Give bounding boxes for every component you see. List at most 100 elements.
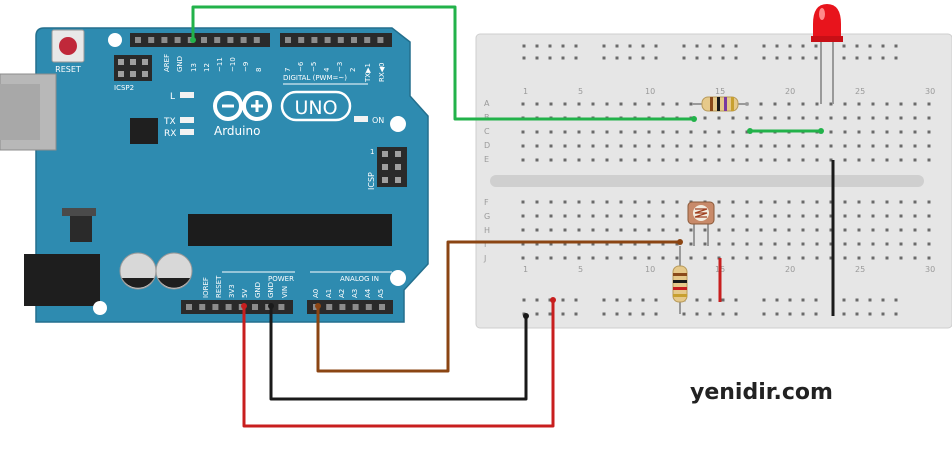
pin-label-13: 13 bbox=[190, 63, 198, 72]
header-pin bbox=[278, 304, 285, 310]
pin-label-5v: 5V bbox=[241, 289, 249, 298]
breadboard-hole bbox=[654, 312, 658, 316]
breadboard-hole bbox=[577, 228, 581, 232]
reset-button-cap[interactable] bbox=[59, 37, 77, 55]
breadboard-hole bbox=[913, 116, 917, 120]
breadboard-hole bbox=[535, 256, 539, 260]
pin-label-tx1: TX▶1 bbox=[364, 63, 372, 83]
breadboard-hole bbox=[885, 256, 889, 260]
breadboard-hole bbox=[899, 116, 903, 120]
header-pin bbox=[326, 304, 333, 310]
arduino-uno-board: RESET ICSP2 AREF GND 13 12 ~11 ~10 ~9 8 … bbox=[0, 27, 429, 323]
breadboard-hole bbox=[577, 144, 581, 148]
breadboard-hole bbox=[535, 102, 539, 106]
header-pin bbox=[253, 37, 260, 43]
wire-gnd-to-rail bbox=[269, 306, 528, 401]
breadboard-hole bbox=[885, 214, 889, 218]
breadboard-hole bbox=[787, 116, 791, 120]
col-number-20-top: 20 bbox=[785, 87, 795, 96]
reset-label: RESET bbox=[55, 65, 81, 74]
breadboard-hole bbox=[535, 130, 539, 134]
breadboard-hole bbox=[788, 298, 792, 302]
breadboard-hole bbox=[762, 312, 766, 316]
voltage-regulator-tab bbox=[62, 208, 96, 216]
breadboard-hole bbox=[857, 242, 861, 246]
header-pin bbox=[161, 37, 168, 43]
icsp-header bbox=[377, 147, 407, 187]
breadboard-hole bbox=[628, 56, 632, 60]
breadboard-hole bbox=[675, 102, 679, 106]
col-number-25-bottom: 25 bbox=[855, 265, 865, 274]
breadboard-hole bbox=[855, 44, 859, 48]
breadboard-hole bbox=[535, 56, 539, 60]
breadboard-hole bbox=[717, 228, 721, 232]
breadboard-hole bbox=[521, 242, 525, 246]
breadboard-hole bbox=[745, 130, 749, 134]
breadboard-hole bbox=[843, 214, 847, 218]
breadboard-hole bbox=[843, 242, 847, 246]
breadboard-hole bbox=[815, 256, 819, 260]
row-label-f: F bbox=[484, 198, 489, 207]
breadboard-hole bbox=[913, 256, 917, 260]
breadboard-hole bbox=[717, 200, 721, 204]
breadboard-hole bbox=[762, 44, 766, 48]
breadboard-hole bbox=[647, 102, 651, 106]
breadboard-hole bbox=[927, 228, 931, 232]
breadboard-hole bbox=[885, 102, 889, 106]
breadboard-hole bbox=[535, 214, 539, 218]
breadboard-hole bbox=[561, 312, 565, 316]
breadboard-hole bbox=[881, 56, 885, 60]
breadboard-hole bbox=[801, 56, 805, 60]
breadboard-hole bbox=[899, 200, 903, 204]
breadboard-hole bbox=[675, 256, 679, 260]
breadboard-hole bbox=[801, 144, 805, 148]
breadboard-hole bbox=[773, 228, 777, 232]
breadboard-hole bbox=[731, 214, 735, 218]
breadboard-hole bbox=[717, 130, 721, 134]
breadboard-hole bbox=[885, 200, 889, 204]
breadboard-hole bbox=[773, 116, 777, 120]
uno-badge bbox=[280, 90, 352, 122]
header-pin bbox=[174, 37, 181, 43]
header-pin bbox=[351, 37, 357, 43]
breadboard-hole bbox=[641, 56, 645, 60]
breadboard-hole bbox=[857, 158, 861, 162]
breadboard-hole bbox=[762, 298, 766, 302]
breadboard-hole bbox=[899, 242, 903, 246]
breadboard-hole bbox=[708, 298, 712, 302]
breadboard-hole bbox=[549, 102, 553, 106]
breadboard-hole bbox=[708, 44, 712, 48]
breadboard-hole bbox=[745, 200, 749, 204]
breadboard-hole bbox=[775, 298, 779, 302]
mounting-hole bbox=[93, 301, 107, 315]
header-pin bbox=[135, 37, 141, 43]
voltage-regulator bbox=[70, 212, 92, 242]
breadboard-hole bbox=[602, 298, 606, 302]
breadboard-hole bbox=[619, 256, 623, 260]
breadboard-hole bbox=[871, 200, 875, 204]
pin-label-9: ~9 bbox=[242, 62, 250, 72]
breadboard-hole bbox=[787, 214, 791, 218]
breadboard-hole bbox=[689, 256, 693, 260]
breadboard-hole bbox=[522, 298, 526, 302]
breadboard-hole bbox=[885, 158, 889, 162]
breadboard-hole bbox=[521, 130, 525, 134]
header-pin bbox=[240, 37, 247, 43]
header-pin bbox=[352, 304, 359, 310]
breadboard-hole bbox=[647, 130, 651, 134]
breadboard-hole bbox=[708, 56, 712, 60]
breadboard-hole bbox=[591, 200, 595, 204]
breadboard-hole bbox=[689, 242, 693, 246]
breadboard-hole bbox=[619, 214, 623, 218]
breadboard-hole bbox=[843, 228, 847, 232]
photoresistor bbox=[687, 201, 715, 246]
breadboard-hole bbox=[801, 242, 805, 246]
breadboard-hole bbox=[857, 144, 861, 148]
dc-jack-shell bbox=[24, 254, 100, 306]
breadboard-hole bbox=[871, 144, 875, 148]
breadboard-hole bbox=[745, 256, 749, 260]
breadboard-hole bbox=[829, 102, 833, 106]
breadboard-hole bbox=[717, 116, 721, 120]
breadboard-hole bbox=[745, 144, 749, 148]
breadboard-hole bbox=[868, 312, 872, 316]
